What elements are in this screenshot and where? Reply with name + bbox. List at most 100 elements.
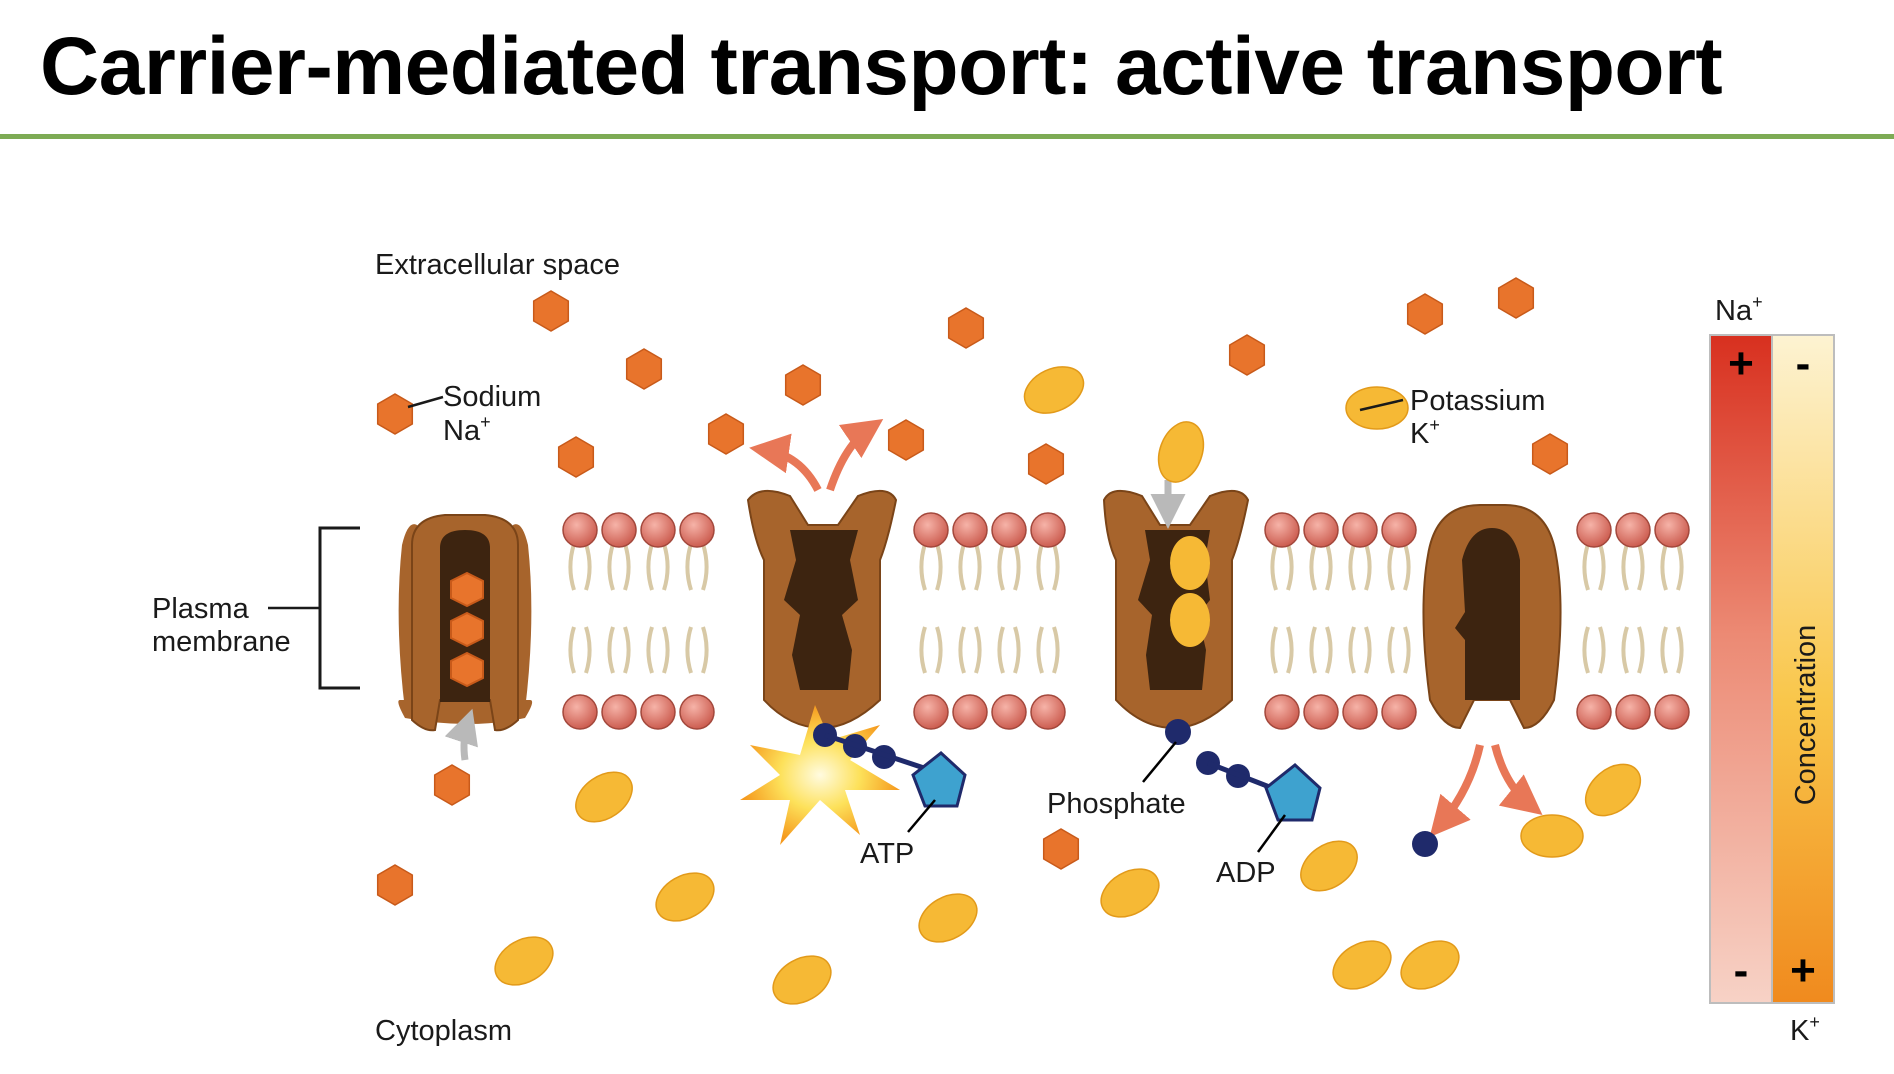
potassium-ion [772, 955, 832, 1005]
sodium-ion [1228, 334, 1266, 376]
lipid-head [1576, 512, 1612, 548]
lipid-head [601, 512, 637, 548]
concentration-axis-label: Concentration [1790, 625, 1822, 806]
sodium-ion [625, 348, 663, 390]
scale-top-label: Na+ [1715, 292, 1763, 327]
lipid-head [1303, 694, 1339, 730]
sodium-ions [376, 277, 1569, 906]
lipid-head [679, 512, 715, 548]
adp-molecule [1196, 751, 1322, 853]
pump-state-2 [740, 418, 900, 845]
lipid-tail [958, 543, 966, 591]
lipid-tail [568, 543, 576, 591]
pump-state-3 [1102, 480, 1250, 730]
lipid-tail [1309, 626, 1317, 674]
sodium-high-symbol: + [1728, 339, 1754, 388]
scale-bottom-label: K+ [1790, 1012, 1820, 1047]
slide-title: Carrier-mediated transport: active trans… [40, 21, 1723, 112]
membrane-bracket [318, 526, 360, 690]
lipid-tail [1403, 626, 1411, 674]
lipid-head [1381, 512, 1417, 548]
lipid-head [562, 512, 598, 548]
potassium-ion [1100, 868, 1160, 918]
lipid-head [1264, 694, 1300, 730]
concentration-scale: Na+ + - - + Concentration K+ [1709, 292, 1835, 1047]
lipid-tail [1036, 543, 1044, 591]
phosphate-label: Phosphate [1047, 788, 1186, 820]
lipid-tail [1582, 626, 1590, 674]
plasma-membrane-label-line2: membrane [152, 626, 291, 658]
lipid-tail [997, 543, 1005, 591]
adp-label: ADP [1216, 857, 1276, 889]
potassium-low-symbol: - [1796, 339, 1811, 388]
lipid-tail [935, 543, 943, 591]
lipid-tail [919, 543, 927, 591]
sodium-ion [532, 290, 570, 332]
lipid-head [1381, 694, 1417, 730]
sodium-gradient-bar [1709, 334, 1773, 1004]
potassium-ion [575, 771, 633, 823]
lipid-head [1342, 694, 1378, 730]
potassium-ions [494, 366, 1642, 1005]
lipid-tail [1348, 626, 1356, 674]
sodium-ion [433, 764, 471, 806]
lipid-tail [1286, 626, 1294, 674]
lipid-tail [935, 626, 943, 674]
plasma-membrane-label-line1: Plasma [152, 593, 250, 625]
potassium-ion [1157, 421, 1205, 483]
lipid-tail [1364, 626, 1372, 674]
potassium-gradient-bar [1771, 334, 1835, 1004]
lipid-tail [1286, 543, 1294, 591]
lipid-tail [685, 543, 693, 591]
lipid-tail [997, 626, 1005, 674]
sodium-ion [1497, 277, 1535, 319]
lipid-head [640, 512, 676, 548]
lipid-tail [685, 626, 693, 674]
lipid-tail [919, 626, 927, 674]
lipid-head [1654, 694, 1690, 730]
lipid-tail [1364, 543, 1372, 591]
lipid-tail [1387, 543, 1395, 591]
lipid-head [952, 694, 988, 730]
lipid-tail [623, 626, 631, 674]
sodium-ion [376, 393, 414, 435]
lipid-head [1615, 694, 1651, 730]
lipid-tail [1387, 626, 1395, 674]
sodium-ion [887, 419, 925, 461]
bound-phosphate [1142, 719, 1191, 783]
sodium-symbol-label: Na+ [443, 412, 491, 447]
lipid-head [991, 694, 1027, 730]
cytoplasm-label: Cytoplasm [375, 1015, 512, 1047]
extracellular-space-label: Extracellular space [375, 249, 620, 281]
lipid-tail [701, 543, 709, 591]
sodium-ion [947, 307, 985, 349]
lipid-head [562, 694, 598, 730]
lipid-head [640, 694, 676, 730]
lipid-tail [662, 543, 670, 591]
sodium-ion [1531, 433, 1569, 475]
sodium-ion [784, 364, 822, 406]
potassium-ion [1023, 366, 1085, 414]
potassium-ion [1400, 940, 1460, 990]
lipid-tail [1403, 543, 1411, 591]
lipid-head [601, 694, 637, 730]
lipid-tail [662, 626, 670, 674]
lipid-tail [1676, 543, 1684, 591]
lipid-tail [1309, 543, 1317, 591]
atp-molecule [813, 723, 967, 833]
lipid-tail [1637, 626, 1645, 674]
free-phosphate [1412, 831, 1438, 857]
lipid-tail [1270, 626, 1278, 674]
potassium-ion [494, 936, 554, 986]
title-divider [0, 134, 1894, 139]
lipid-tail [1676, 626, 1684, 674]
lipid-tail [1660, 626, 1668, 674]
potassium-ion [1345, 386, 1409, 430]
potassium-ion [1520, 814, 1584, 858]
pump-state-4 [1422, 504, 1562, 838]
lipid-tail [958, 626, 966, 674]
sodium-ion [1027, 443, 1065, 485]
lipid-tail [701, 626, 709, 674]
sodium-low-symbol: - [1734, 946, 1749, 995]
